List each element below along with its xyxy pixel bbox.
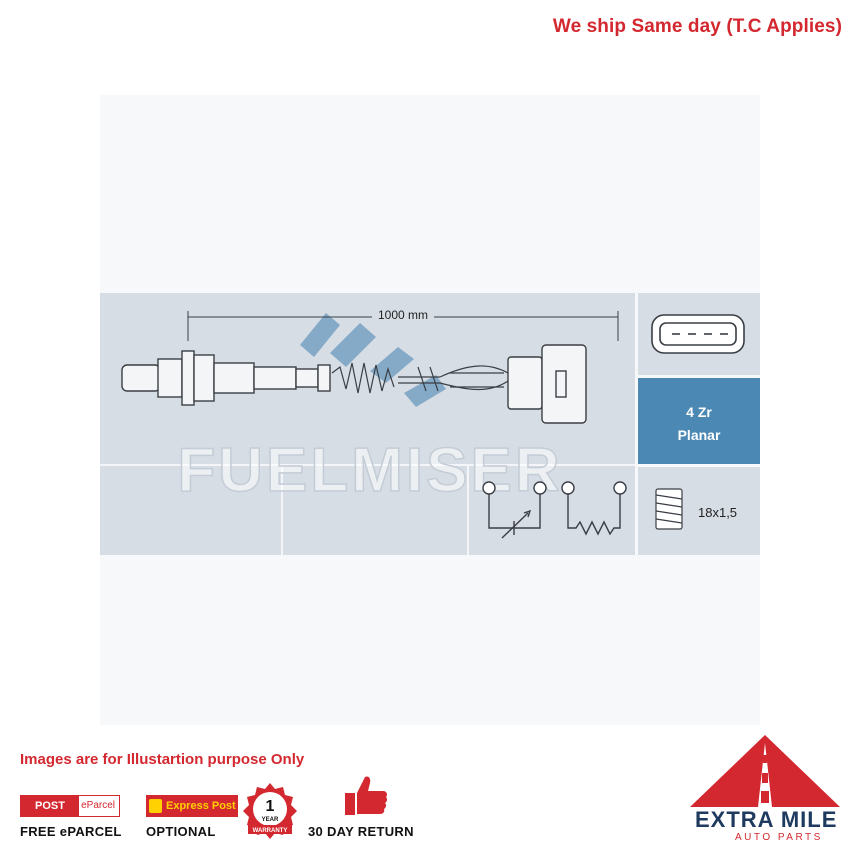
one-year-warranty-seal-icon: 1 YEAR WARRANTY — [243, 783, 297, 839]
warranty-year: YEAR — [262, 817, 279, 823]
connector-body — [507, 344, 587, 424]
extra-mile-road-logo-icon — [690, 735, 840, 807]
auspost-eparcel-logo: POST eParcel — [20, 795, 120, 817]
fae-logo-icon — [300, 313, 446, 407]
fuelmiser-watermark: FUELMISER — [177, 436, 562, 505]
cable-corrugation — [331, 362, 509, 394]
illustration-disclaimer: Images are for Illustartion purpose Only — [20, 751, 305, 768]
thread-size-label: 18x1,5 — [698, 505, 737, 520]
sensor-type-line1: 4 Zr — [686, 404, 712, 420]
auspost-p-icon — [149, 799, 162, 813]
sensor-body — [121, 350, 331, 406]
connector-plug-icon — [651, 314, 745, 354]
brand-name: EXTRA MILE — [695, 807, 838, 832]
warranty-ribbon-text: WARRANTY — [253, 828, 288, 834]
warranty-number: 1 — [266, 798, 275, 815]
shipping-notice: We ship Same day (T.C Applies) — [552, 16, 842, 37]
variable-resistor-icon — [482, 481, 547, 539]
heater-resistor-icon — [561, 481, 627, 536]
eparcel-logo-text: eParcel — [81, 800, 115, 811]
thumbs-up-icon — [345, 776, 388, 815]
thread-icon — [655, 488, 683, 530]
thirty-day-return-label: 30 DAY RETURN — [308, 824, 414, 839]
sensor-type-line2: Planar — [678, 427, 721, 443]
express-post-logo-text: Express Post — [166, 800, 236, 812]
optional-label: OPTIONAL — [146, 824, 216, 839]
oxygen-sensor-diagram: FUELMISER 1000 mm — [100, 293, 760, 555]
auspost-logo-text: POST — [21, 796, 79, 816]
express-post-logo: Express Post — [146, 795, 238, 817]
brand-subtitle: AUTO PARTS — [735, 832, 823, 843]
sensor-type-box — [638, 378, 760, 464]
free-eparcel-label: FREE ePARCEL — [20, 824, 122, 839]
cable-length-label: 1000 mm — [378, 308, 428, 322]
